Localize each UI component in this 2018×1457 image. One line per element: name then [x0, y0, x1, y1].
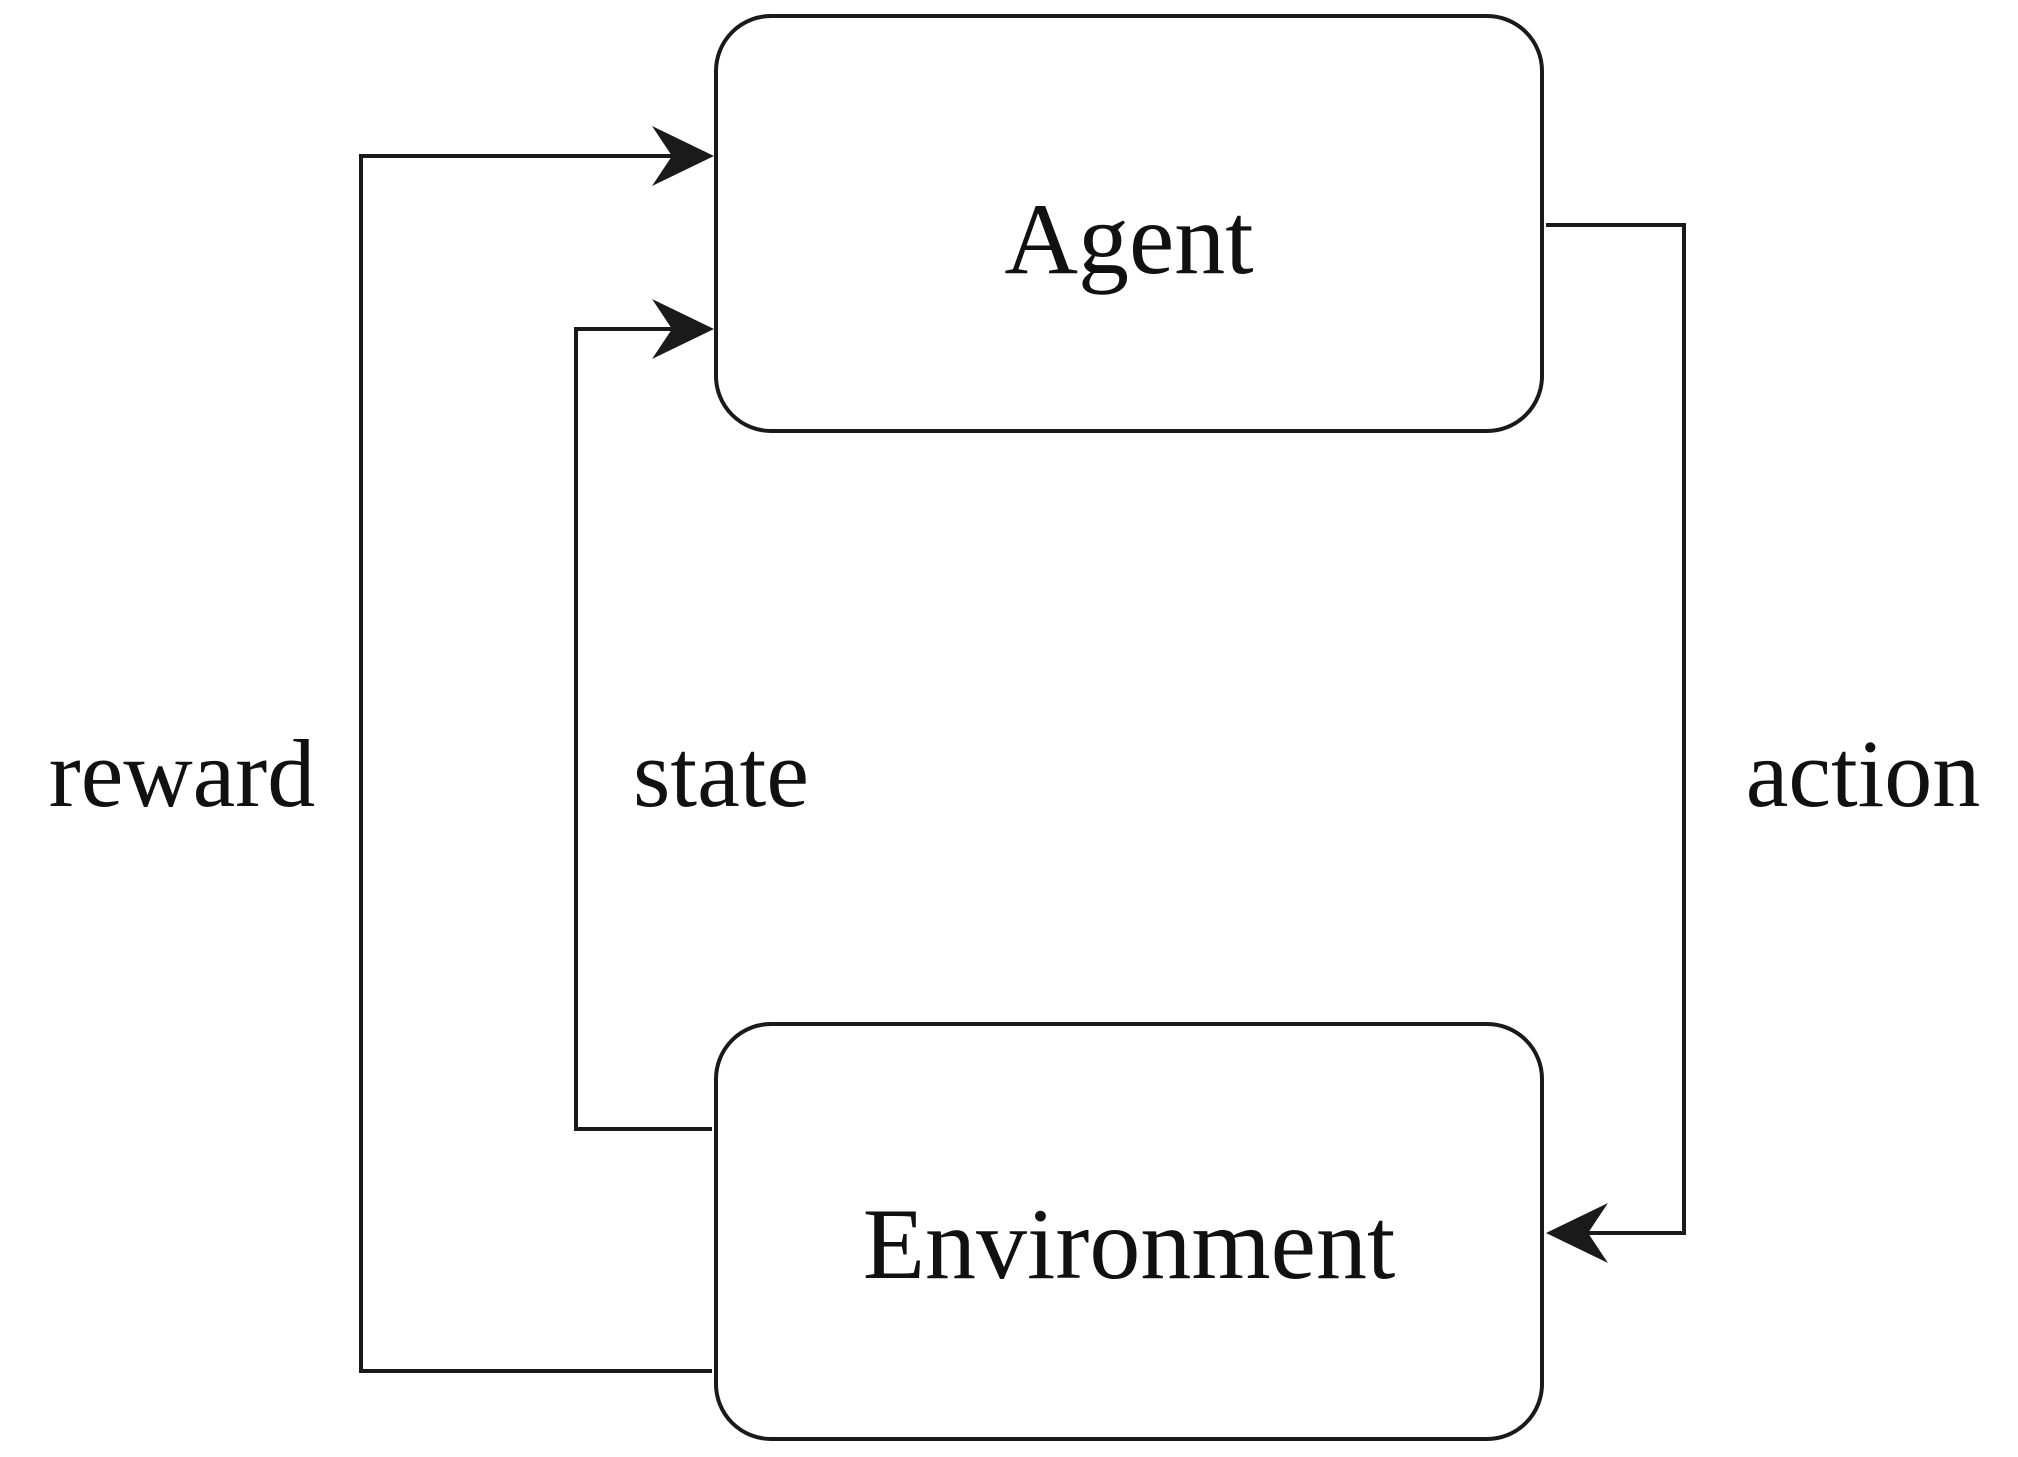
state-arrow-line: [574, 327, 712, 1131]
agent-box: [714, 14, 1544, 433]
reward-arrowhead: [652, 126, 714, 186]
agent-label: Agent: [1004, 183, 1253, 296]
reward-label: reward: [49, 720, 315, 827]
action-edge: [1546, 223, 1686, 1263]
state-label: state: [633, 720, 809, 827]
environment-box: [714, 1022, 1544, 1441]
agent-node: Agent: [714, 14, 1544, 433]
state-edge: [574, 299, 714, 1131]
reward-arrow-line: [359, 154, 712, 1373]
action-label: action: [1746, 720, 1981, 827]
action-arrow-line: [1546, 223, 1686, 1235]
environment-label: Environment: [863, 1188, 1396, 1301]
environment-node: Environment: [714, 1022, 1544, 1441]
action-arrowhead: [1546, 1203, 1608, 1263]
reward-edge: [359, 126, 714, 1373]
state-arrowhead: [652, 299, 714, 359]
